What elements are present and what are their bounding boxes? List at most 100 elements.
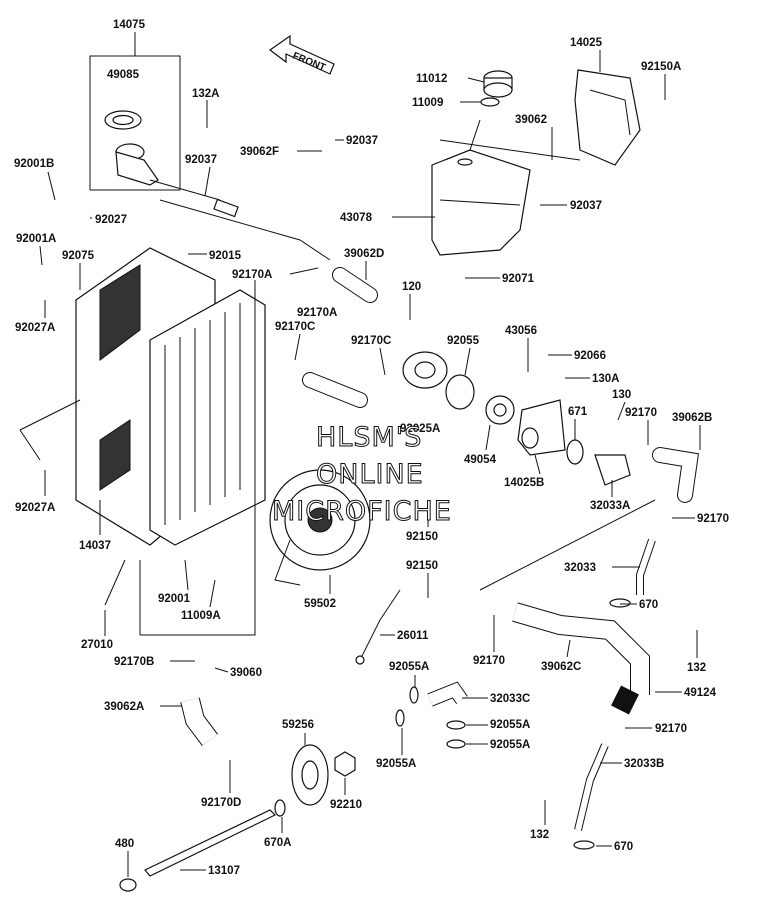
label-130: 130 [612, 389, 631, 401]
label-32033C: 32033C [490, 693, 530, 705]
label-49054: 49054 [464, 454, 497, 466]
label-43056: 43056 [505, 325, 537, 337]
label-92170: 92170 [655, 723, 687, 735]
label-92027: 92027 [95, 214, 127, 226]
gasket-11009 [480, 97, 500, 107]
label-32033: 32033 [564, 562, 596, 574]
impeller-59256 [291, 744, 329, 806]
label-39062C: 39062C [541, 661, 581, 673]
o-ring-92055A-b [395, 709, 405, 727]
label-92001: 92001 [158, 593, 191, 605]
radiator-cap-49085 [104, 110, 142, 130]
label-670: 670 [614, 841, 633, 853]
watermark-line-2: ONLINE [316, 459, 424, 490]
label-92170: 92170 [625, 407, 657, 419]
label-92150A: 92150A [641, 61, 681, 73]
label-92037: 92037 [185, 154, 217, 166]
label-92055: 92055 [447, 335, 480, 347]
reservoir-tank-43078 [431, 119, 531, 256]
label-92210: 92210 [330, 799, 362, 811]
label-49085: 49085 [107, 69, 140, 81]
thermostat-49054 [485, 395, 515, 425]
label-670A: 670A [264, 837, 292, 849]
label-92150: 92150 [406, 531, 438, 543]
label-92170C: 92170C [351, 335, 391, 347]
label-92037: 92037 [570, 200, 602, 212]
watermark: HLSM'S ONLINE MICROFICHE [272, 422, 452, 528]
label-92055A: 92055A [376, 758, 416, 770]
label-132: 132 [530, 829, 549, 841]
bracket-92170B-39060 [140, 280, 256, 636]
label-14025: 14025 [570, 37, 603, 49]
box-14075 [89, 55, 181, 191]
label-92075: 92075 [62, 250, 95, 262]
label-670: 670 [639, 599, 658, 611]
label-92027A: 92027A [15, 502, 55, 514]
label-92015: 92015 [209, 250, 242, 262]
leader-lines [39, 32, 701, 877]
o-ring-670-b [573, 840, 595, 850]
thermostat-housing [402, 351, 448, 389]
label-92001A: 92001A [16, 233, 56, 245]
label-92170B: 92170B [114, 656, 154, 668]
label-120: 120 [402, 281, 421, 293]
cover-14025 [574, 69, 641, 166]
o-ring-670A [274, 799, 286, 817]
label-26011: 26011 [397, 630, 429, 642]
label-92055A: 92055A [490, 739, 530, 751]
label-132A: 132A [192, 88, 220, 100]
label-39062F: 39062F [240, 146, 279, 158]
label-92170D: 92170D [201, 797, 241, 809]
label-32033A: 32033A [590, 500, 630, 512]
label-92055A: 92055A [389, 661, 429, 673]
label-11009A: 11009A [181, 610, 221, 622]
label-27010: 27010 [81, 639, 113, 651]
o-ring-670 [609, 598, 631, 608]
label-130A: 130A [592, 373, 620, 385]
o-ring-671 [566, 439, 584, 465]
o-ring-92055 [445, 374, 475, 410]
clip-480 [119, 878, 137, 892]
label-480: 480 [115, 838, 134, 850]
radiator-core [149, 289, 266, 546]
water-pump-cover-14025B [517, 399, 566, 456]
label-32033B: 32033B [624, 758, 664, 770]
label-92025A: 92025A [400, 423, 440, 435]
o-ring-92055A-d [446, 739, 466, 749]
label-92071: 92071 [502, 273, 535, 285]
label-92055A: 92055A [490, 719, 530, 731]
label-92150: 92150 [406, 560, 438, 572]
label-59256: 59256 [282, 719, 314, 731]
label-92170C: 92170C [275, 321, 315, 333]
label-92066: 92066 [574, 350, 606, 362]
label-92001B: 92001B [14, 158, 54, 170]
label-92170A: 92170A [297, 307, 337, 319]
cap-11012 [483, 70, 513, 98]
hose-49124 [611, 685, 639, 715]
label-11009: 11009 [412, 97, 443, 109]
o-ring-92055A-c [446, 720, 466, 730]
label-11012: 11012 [416, 73, 447, 85]
label-671: 671 [568, 406, 588, 418]
filler-neck [115, 143, 221, 201]
label-39062A: 39062A [104, 701, 144, 713]
o-ring-92055A-a [409, 686, 419, 704]
label-132: 132 [687, 662, 706, 674]
label-39062B: 39062B [672, 412, 712, 424]
label-39062: 39062 [515, 114, 547, 126]
label-59502: 59502 [304, 598, 336, 610]
hose-upper-line [159, 199, 331, 261]
label-92170: 92170 [473, 655, 505, 667]
shaft-13107 [144, 809, 277, 877]
label-43078: 43078 [340, 212, 373, 224]
label-49124: 49124 [684, 687, 717, 699]
label-92170: 92170 [697, 513, 729, 525]
front-arrow-icon: FRONT [268, 34, 335, 75]
label-14075: 14075 [113, 19, 146, 31]
label-92027A: 92027A [15, 322, 55, 334]
label-14037: 14037 [79, 540, 111, 552]
watermark-line-3: MICROFICHE [272, 496, 452, 527]
pipe-32033A [594, 454, 631, 486]
